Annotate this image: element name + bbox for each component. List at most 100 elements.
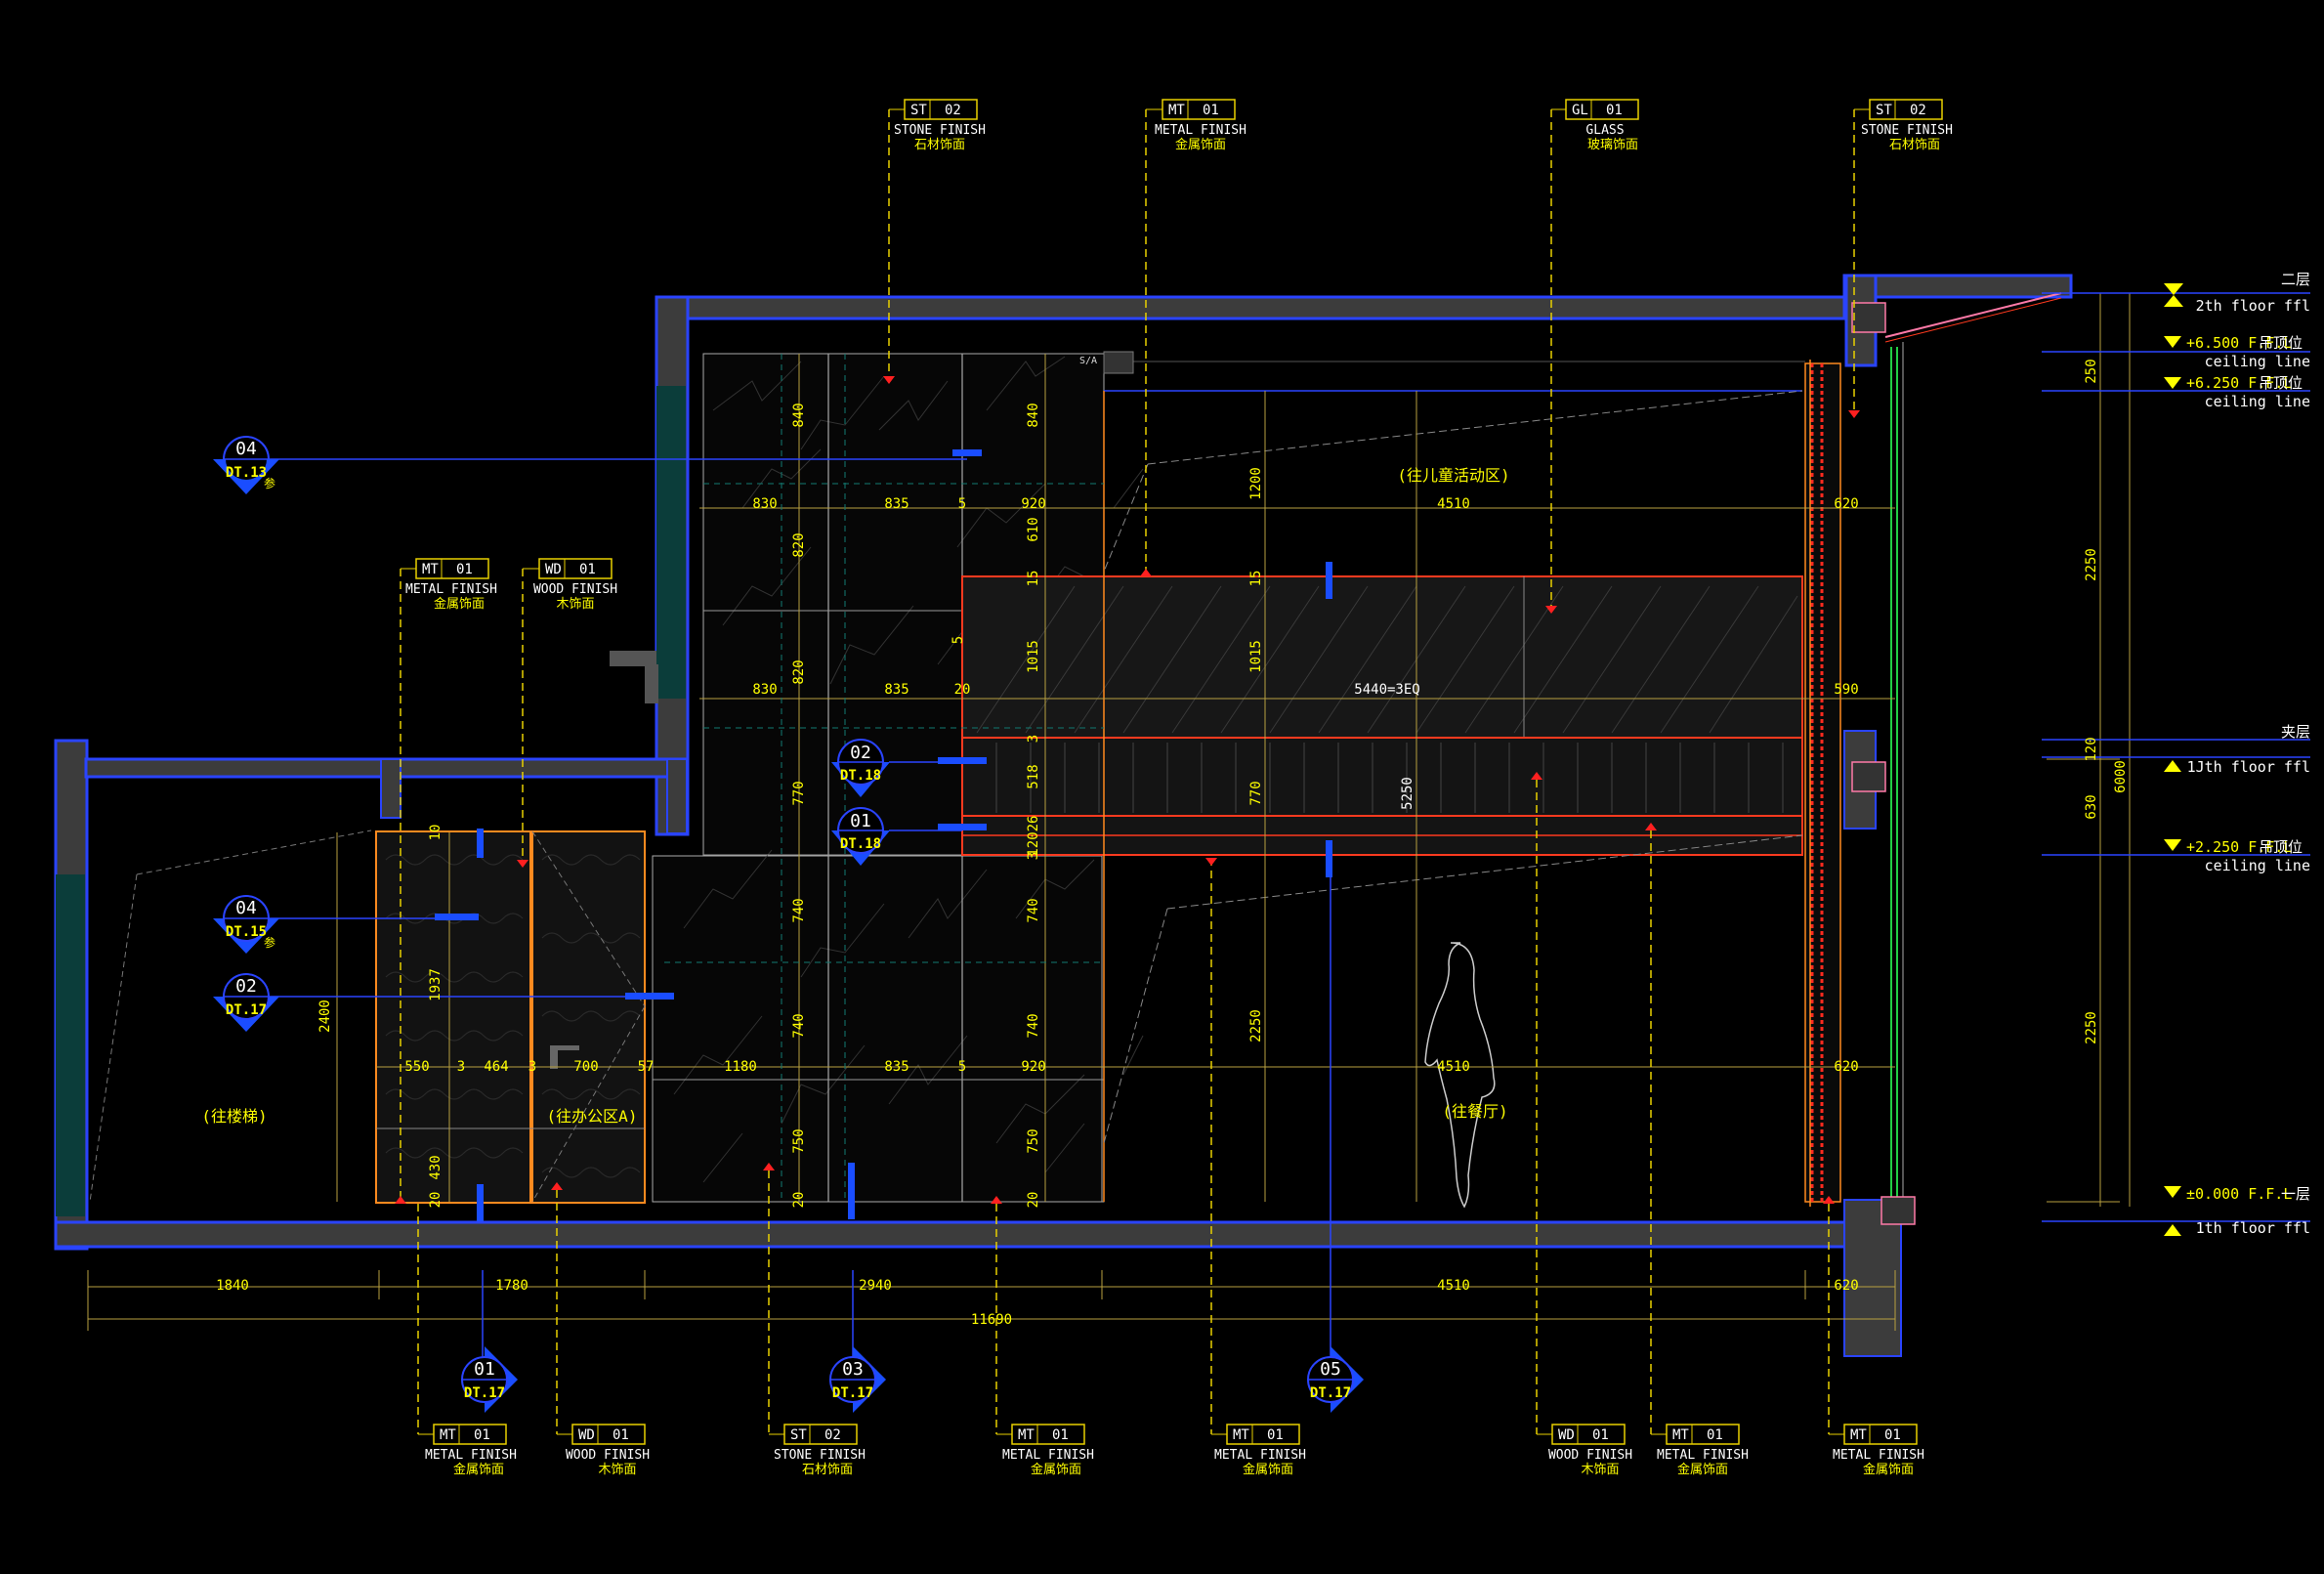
dim-vert: 5250	[1400, 777, 1416, 810]
level-ceil-1: +6.500 F.F.L 吊顶位 ceiling line	[2042, 334, 2310, 370]
vertical-dims-door: 10 1937 430 20 2400	[317, 825, 444, 1209]
person-figure	[1424, 942, 1496, 1209]
dim-row2: 20	[954, 682, 971, 698]
level-value: +2.250 F.F.L	[2186, 838, 2292, 856]
vertical-dims-stone: 840 820 820 770 740 740 750 20	[791, 403, 807, 1208]
dim-bottom: 1840	[216, 1278, 249, 1294]
tag-code: WD	[578, 1427, 595, 1443]
callout-suffix: 参	[264, 935, 275, 950]
tag-wd01-bot-b: WD 01 WOOD FINISH 木饰面	[1537, 1424, 1632, 1477]
dim-vert: 1200	[1248, 467, 1264, 500]
room-label-office: (往办公区A)	[547, 1107, 638, 1126]
dimension-lines	[87, 293, 2131, 1331]
dim-vert: 740	[1026, 898, 1041, 922]
callout-num: 02	[850, 743, 871, 763]
tag-num: 01	[579, 562, 596, 577]
tag-cn: 金属饰面	[1677, 1462, 1728, 1477]
room-label-hall: (往餐厅)	[1442, 1102, 1507, 1121]
tag-en: METAL FINISH	[1002, 1448, 1094, 1463]
tag-mt01-bot-a: MT 01 METAL FINISH 金属饰面	[418, 1424, 517, 1477]
tag-en: GLASS	[1585, 123, 1624, 138]
dim-row2: 835	[884, 682, 908, 698]
material-tags: ST 02 STONE FINISH 石材饰面 MT 01 METAL FINI…	[401, 99, 1953, 1477]
tag-code: ST	[1876, 103, 1892, 118]
tag-num: 01	[1606, 103, 1623, 118]
leader-lines	[400, 109, 1855, 1434]
tag-cn: 木饰面	[556, 597, 594, 612]
dim-row1: 920	[1021, 496, 1045, 512]
dim-row3: 3	[528, 1059, 536, 1075]
dim-row3: 5	[958, 1059, 966, 1075]
callout-num: 04	[235, 898, 257, 918]
dim-row1: 835	[884, 496, 908, 512]
vertical-dims-right: 250 2250 120 630 2250 6000	[2084, 359, 2129, 1044]
level-ceil-3: +2.250 F.F.L 吊顶位 ceiling line	[2042, 838, 2310, 874]
dim-vert: 20	[1026, 1192, 1041, 1209]
tag-mt01-bot-c: MT 01 METAL FINISH 金属饰面	[1211, 1424, 1306, 1477]
callout-num: 05	[1320, 1359, 1341, 1380]
tag-en: WOOD FINISH	[566, 1448, 650, 1463]
level-mezz: 夹层 1Jth floor ffl	[2042, 723, 2310, 776]
tag-code: WD	[545, 562, 562, 577]
dim-vert: 770	[791, 781, 807, 805]
tag-en: WOOD FINISH	[533, 582, 617, 597]
level-en: ceiling line	[2205, 393, 2310, 410]
dim-bottom: 1780	[495, 1278, 528, 1294]
dim-row3: 4510	[1437, 1059, 1470, 1075]
dim-vert: 430	[428, 1155, 444, 1179]
dim-vert: 20	[428, 1192, 444, 1209]
dim-vert: 750	[791, 1128, 807, 1153]
tag-en: METAL FINISH	[1214, 1448, 1306, 1463]
tag-num: 02	[824, 1427, 841, 1443]
level-en: ceiling line	[2205, 353, 2310, 370]
tag-cn: 金属饰面	[1863, 1462, 1914, 1477]
dim-row3: 835	[884, 1059, 908, 1075]
tag-cn: 木饰面	[598, 1463, 636, 1477]
leader-arrows	[395, 376, 1860, 1204]
tag-mt01-bot-b: MT 01 METAL FINISH 金属饰面	[996, 1424, 1094, 1477]
tag-en: METAL FINISH	[1155, 123, 1247, 138]
tag-en: STONE FINISH	[774, 1448, 866, 1463]
dim-row1: 5	[958, 496, 966, 512]
dim-row3: 700	[573, 1059, 598, 1075]
dim-vert: 3	[1026, 852, 1041, 860]
dim-vert: 840	[1026, 403, 1041, 427]
tag-num: 01	[474, 1427, 490, 1443]
dim-row3: 57	[638, 1059, 655, 1075]
dim-vert: 10	[428, 825, 444, 841]
section-markers	[435, 449, 1332, 1221]
level-2f: 二层 2th floor ffl	[2164, 271, 2310, 315]
callout-05-dt17: 05 DT.17	[1307, 1346, 1364, 1413]
dim-vert: 3	[1026, 735, 1041, 743]
tag-wd01-bot-a: WD 01 WOOD FINISH 木饰面	[557, 1424, 650, 1477]
tag-num: 01	[1592, 1427, 1609, 1443]
dimension-text: 1840 1780 2940 4510 620 11690 830 835 5 …	[216, 359, 2129, 1328]
tag-code: MT	[440, 1427, 456, 1443]
tag-cn: 玻璃饰面	[1587, 138, 1638, 152]
dim-bottom: 4510	[1437, 1278, 1470, 1294]
dim-vert: 1015	[1248, 640, 1264, 673]
tag-num: 01	[1884, 1427, 1901, 1443]
level-markers: 二层 2th floor ffl +6.500 F.F.L 吊顶位 ceilin…	[2042, 271, 2310, 1237]
callout-ref: DT.15	[226, 924, 267, 940]
vertical-dims-right-stone: 840 610 15 1015 3 518 26 120 3 740 740 7…	[1026, 403, 1041, 1208]
dim-vert: 2250	[1248, 1009, 1264, 1042]
tag-cn: 金属饰面	[1243, 1462, 1293, 1477]
tag-num: 02	[945, 103, 961, 118]
tag-mt01-bot-e: MT 01 METAL FINISH 金属饰面	[1829, 1424, 1924, 1477]
tag-code: MT	[1672, 1427, 1689, 1443]
callout-num: 01	[474, 1359, 495, 1380]
dim-vert: 120	[2084, 737, 2099, 761]
callout-01-dt17: 01 DT.17	[461, 1346, 518, 1413]
dim-vert: 630	[2084, 794, 2099, 819]
dim-row3: 550	[404, 1059, 429, 1075]
room-label-kids: (往儿童活动区)	[1397, 466, 1509, 485]
dim-vert: 840	[791, 403, 807, 427]
callout-ref: DT.18	[840, 768, 881, 784]
level-1f: ±0.000 F.F.L 一层 1th floor ffl	[2164, 1185, 2310, 1237]
callout-04-dt15: 04 DT.15 参	[213, 895, 279, 954]
dim-vert: 1015	[1026, 640, 1041, 673]
door-panels	[89, 830, 646, 1204]
dim-row3: 1180	[724, 1059, 757, 1075]
callout-01-dt18: 01 DT.18	[831, 807, 890, 866]
